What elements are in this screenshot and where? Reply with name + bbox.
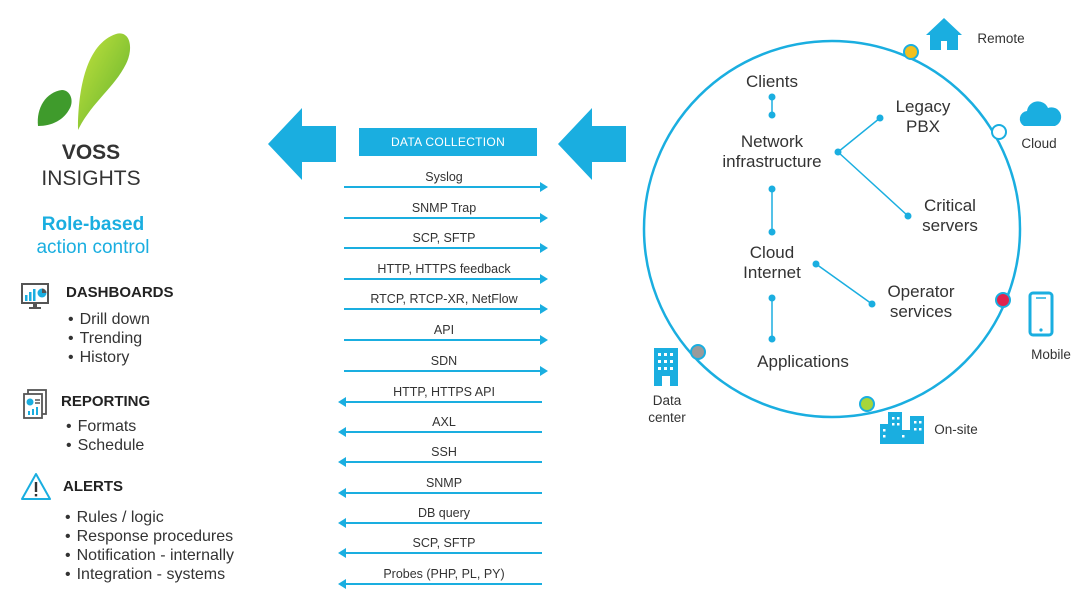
arrow-right-line [344,213,548,223]
arrow-left-line [338,397,542,407]
list-item: Notification - internally [65,546,234,565]
site-label-datacenter-line1: Data [652,393,682,408]
protocol-label: API [433,323,455,337]
house-icon [926,18,962,50]
city-icon [880,412,924,444]
arrow-left-line [338,488,542,498]
node-network-line1: Network [740,132,804,151]
node-cloud-line1: Cloud [749,243,795,262]
protocol-arrow: AXL [338,415,548,437]
list-item: Formats [66,417,144,436]
node-cloud-line2: Internet [743,263,801,282]
protocol-arrow: SDN [344,354,548,376]
arrow-left-line [338,548,542,558]
mobile-dot [995,292,1011,308]
list-item: Integration - systems [65,565,234,584]
section-title-alerts: ALERTS [63,478,123,495]
protocol-label: Syslog [425,170,463,184]
protocol-label: DB query [417,506,471,520]
node-operator-line2: services [889,302,953,321]
protocol-arrow: HTTP, HTTPS API [338,385,548,407]
protocol-arrow: RTCP, RTCP-XR, NetFlow [344,292,548,314]
protocol-label: SNMP [425,476,463,490]
section-title-dashboards: DASHBOARDS [66,284,174,301]
node-critical-line1: Critical [924,196,976,215]
arrow-left-line [338,427,542,437]
mobile-icon [1028,291,1054,337]
list-item: Schedule [66,436,145,455]
site-label-remote: Remote [977,31,1025,46]
brand-name: VOSS [61,141,121,164]
protocol-arrow: SCP, SFTP [344,231,548,253]
arrow-right-line [344,243,548,253]
protocol-arrow: SCP, SFTP [338,536,548,558]
cloud-icon [1019,101,1062,126]
protocol-label: HTTP, HTTPS API [393,385,495,399]
protocol-label: SNMP Trap [411,201,477,215]
arrow-right-line [344,274,548,284]
protocol-label: Probes (PHP, PL, PY) [383,567,505,581]
node-operator-line1: Operator [887,282,955,301]
remote-dot [903,44,919,60]
site-label-onsite: On-site [934,422,978,437]
node-network-line2: infrastructure [722,152,822,171]
arrow-left-icon [558,108,626,180]
protocol-arrow: Probes (PHP, PL, PY) [338,567,548,589]
protocol-label: SSH [431,445,457,459]
protocol-label: HTTP, HTTPS feedback [377,262,511,276]
dashboard-icon [21,283,49,309]
node-clients: Clients [746,72,798,91]
arrow-right-line [344,366,548,376]
list-item: History [68,348,150,367]
report-icon [23,389,47,419]
arrow-right-line [344,335,548,345]
site-label-cloud: Cloud [1021,136,1057,151]
node-applications: Applications [757,352,849,371]
building-icon [654,348,678,386]
list-item: Trending [68,329,150,348]
role-subheading: action control [36,237,150,258]
reporting-list: Formats Schedule [66,417,145,455]
site-label-datacenter-line2: center [648,410,686,425]
arrow-left-line [338,457,542,467]
protocol-label: RTCP, RTCP-XR, NetFlow [370,292,518,306]
protocol-arrow: API [344,323,548,345]
datacenter-dot [690,344,706,360]
list-item: Drill down [68,310,150,329]
protocol-label: SCP, SFTP [412,231,476,245]
protocol-label: AXL [432,415,456,429]
list-item: Response procedures [65,527,234,546]
node-critical-line2: servers [922,216,978,235]
arrow-left-line [338,579,542,589]
onsite-dot [859,396,875,412]
list-item: Rules / logic [65,508,234,527]
protocol-arrow: Syslog [344,170,548,192]
node-legacy-line1: Legacy [895,97,951,116]
alerts-list: Rules / logic Response procedures Notifi… [65,508,234,584]
voss-logo [37,33,131,130]
brand-subname: INSIGHTS [41,167,141,190]
site-label-mobile: Mobile [1031,347,1071,362]
section-title-reporting: REPORTING [61,393,151,410]
arrow-left-line [338,518,542,528]
protocol-arrow: SNMP Trap [344,201,548,223]
arrow-right-line [344,304,548,314]
node-legacy-line2: PBX [905,117,941,136]
alert-icon [21,473,51,500]
protocol-arrow: SSH [338,445,548,467]
cloud-dot [991,124,1007,140]
network-boundary [642,39,1022,419]
role-heading: Role-based [41,214,145,235]
arrow-left-icon [268,108,336,180]
protocol-arrow: SNMP [338,476,548,498]
arrow-right-line [344,182,548,192]
protocol-label: SDN [430,354,458,368]
protocol-arrow: HTTP, HTTPS feedback [344,262,548,284]
protocol-arrow: DB query [338,506,548,528]
dashboards-list: Drill down Trending History [68,310,150,367]
data-collection-label: DATA COLLECTION [359,128,537,156]
protocol-label: SCP, SFTP [412,536,476,550]
